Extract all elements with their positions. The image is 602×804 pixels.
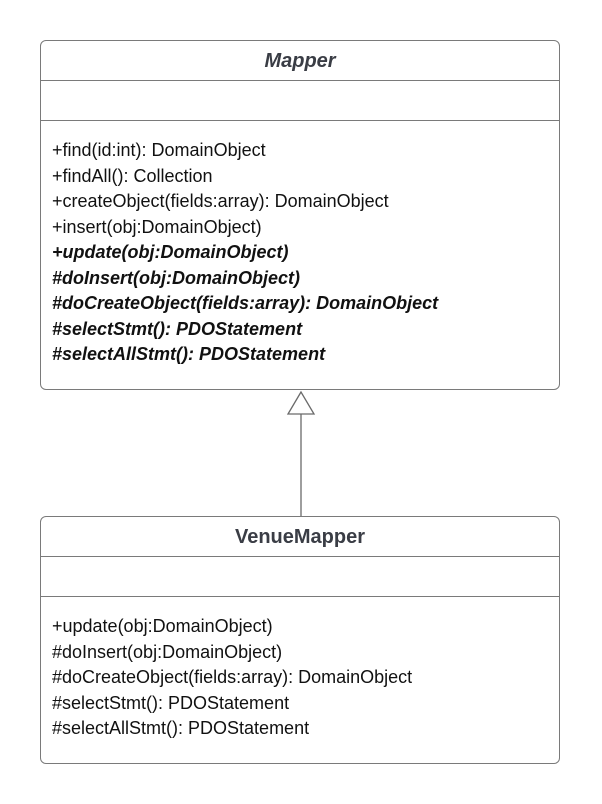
mapper-operation: +insert(obj:DomainObject) — [52, 216, 262, 237]
venue-mapper-operation: +update(obj:DomainObject) — [52, 616, 273, 636]
mapper-abstract-operation: +update(obj:DomainObject) — [52, 242, 289, 262]
venue-mapper-operation: #selectStmt(): PDOStatement — [52, 692, 290, 713]
mapper-abstract-operation: #selectStmt(): PDOStatement — [52, 318, 303, 339]
mapper-attributes-compartment — [41, 81, 559, 121]
venue-mapper-attributes-compartment — [41, 557, 559, 597]
venue-mapper-operations-compartment: +update(obj:DomainObject) #doInsert(obj:… — [41, 597, 559, 742]
venue-mapper-class-box[interactable]: VenueMapper +update(obj:DomainObject) #d… — [40, 516, 560, 764]
mapper-abstract-operation: #doInsert(obj:DomainObject) — [52, 267, 301, 288]
mapper-class-box[interactable]: Mapper +find(id:int): DomainObject +find… — [40, 40, 560, 390]
mapper-abstract-operation: #doCreateObject(fields:array): DomainObj… — [52, 293, 439, 313]
venue-mapper-operation: #selectAllStmt(): PDOStatement — [52, 718, 310, 738]
mapper-operations-compartment: +find(id:int): DomainObject +findAll(): … — [41, 121, 559, 368]
mapper-operation: +findAll(): Collection — [52, 165, 213, 186]
mapper-class-name: Mapper — [41, 41, 559, 81]
mapper-operation: +find(id:int): DomainObject — [52, 140, 266, 160]
venue-mapper-operation: #doCreateObject(fields:array): DomainObj… — [52, 667, 413, 687]
mapper-operation: +createObject(fields:array): DomainObjec… — [52, 191, 389, 211]
mapper-abstract-operation: #selectAllStmt(): PDOStatement — [52, 344, 326, 364]
hollow-triangle-arrowhead — [286, 390, 316, 415]
venue-mapper-class-name: VenueMapper — [41, 517, 559, 557]
venue-mapper-operation: #doInsert(obj:DomainObject) — [52, 641, 283, 662]
